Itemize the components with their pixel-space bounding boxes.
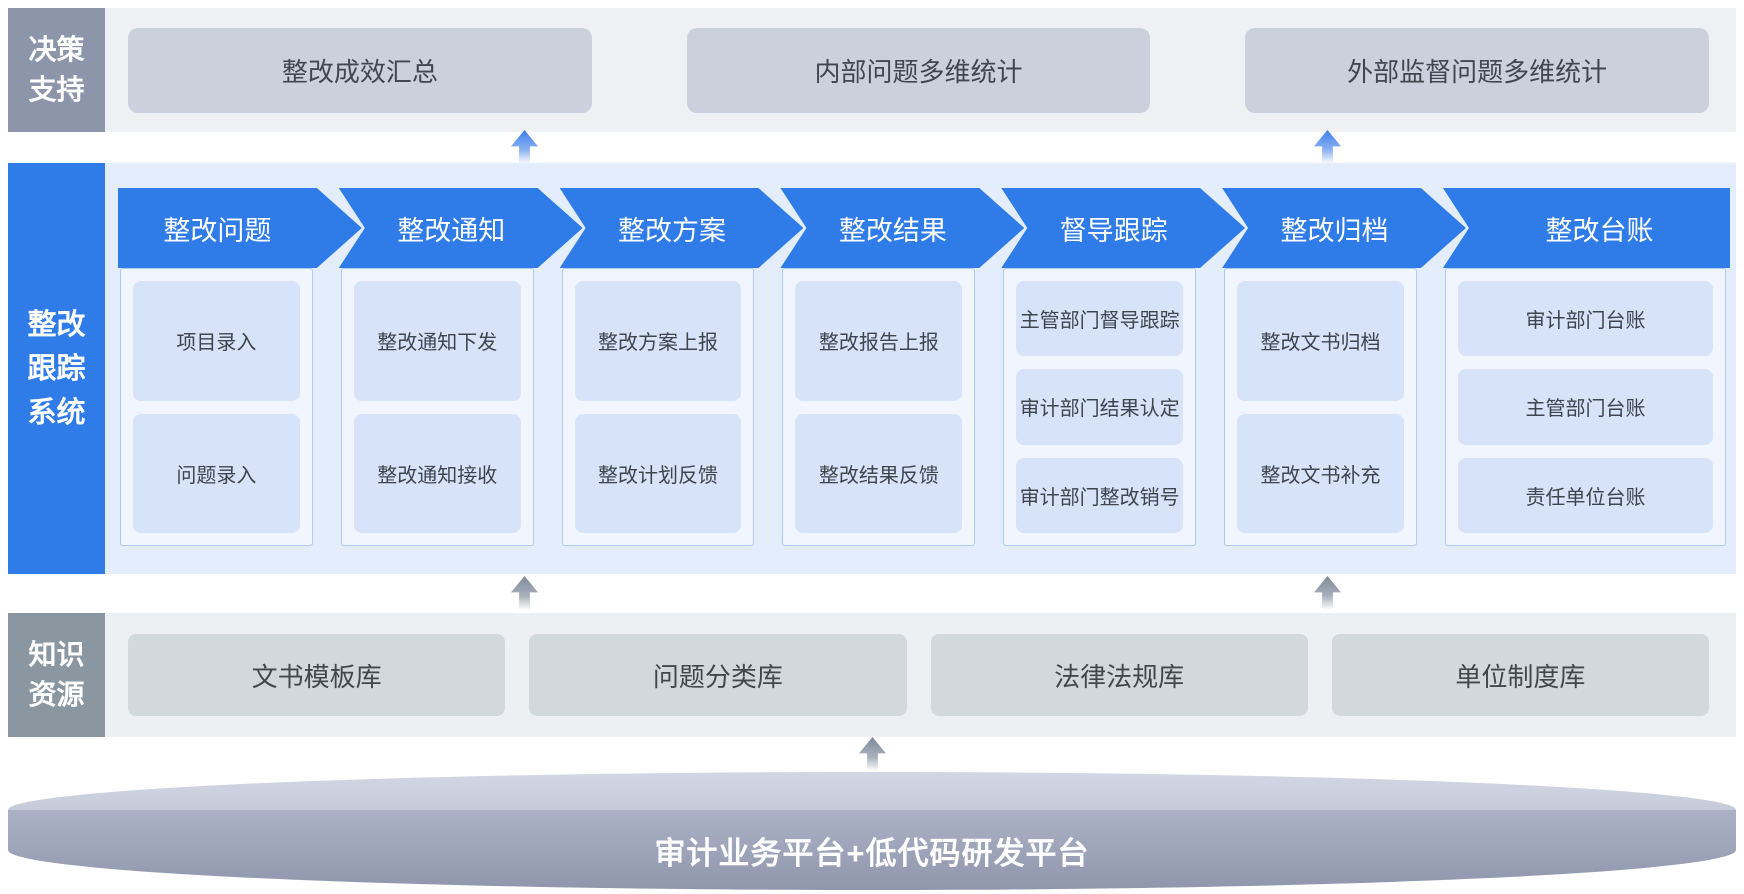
stage-item-box: 问题录入	[133, 413, 300, 533]
decision-band: 整改成效汇总 内部问题多维统计 外部监督问题多维统计	[105, 8, 1736, 132]
knowledge-box: 单位制度库	[1331, 634, 1709, 716]
process-column: 整改方案整改方案上报整改计划反馈	[560, 188, 781, 546]
stage-header-chevron: 督导跟踪	[1001, 188, 1245, 268]
process-column: 督导跟踪主管部门督导跟踪审计部门结果认定审计部门整改销号	[1001, 188, 1222, 546]
stage-item-box: 整改结果反馈	[795, 413, 963, 533]
stage-items-container: 整改文书归档整改文书补充	[1224, 268, 1417, 546]
up-arrow-icon	[511, 576, 538, 610]
stage-item-box: 审计部门整改销号	[1016, 457, 1184, 533]
platform-cylinder: 审计业务平台+低代码研发平台	[8, 700, 1736, 892]
process-column: 整改归档整改文书归档整改文书补充	[1222, 188, 1443, 546]
stage-items-container: 项目录入问题录入	[120, 268, 313, 546]
stage-header-chevron: 整改归档	[1222, 188, 1466, 268]
decision-box: 内部问题多维统计	[686, 27, 1151, 113]
stage-items-container: 主管部门督导跟踪审计部门结果认定审计部门整改销号	[1003, 268, 1197, 546]
stage-item-box: 整改文书补充	[1237, 413, 1404, 533]
process-column: 整改结果整改报告上报整改结果反馈	[780, 188, 1001, 546]
stage-item-box: 整改计划反馈	[574, 413, 742, 533]
stage-item-box: 整改通知接收	[353, 413, 521, 533]
tracking-system-row: 整改 跟踪 系统 整改问题项目录入问题录入整改通知整改通知下发整改通知接收整改方…	[8, 163, 1736, 574]
stage-item-box: 审计部门台账	[1457, 281, 1713, 357]
knowledge-resources-label: 知识 资源	[8, 613, 105, 737]
stage-item-box: 项目录入	[133, 281, 300, 401]
stage-item-box: 整改通知下发	[353, 281, 521, 401]
stage-item-box: 主管部门督导跟踪	[1016, 281, 1184, 357]
tracking-system-label: 整改 跟踪 系统	[8, 163, 105, 574]
process-columns: 整改问题项目录入问题录入整改通知整改通知下发整改通知接收整改方案整改方案上报整改…	[118, 188, 1730, 546]
stage-item-box: 整改报告上报	[795, 281, 963, 401]
decision-box: 外部监督问题多维统计	[1245, 27, 1710, 113]
knowledge-box: 问题分类库	[529, 634, 907, 716]
stage-items-container: 整改报告上报整改结果反馈	[782, 268, 976, 546]
stage-header-chevron: 整改台账	[1442, 188, 1730, 268]
process-column: 整改通知整改通知下发整改通知接收	[339, 188, 560, 546]
stage-items-container: 整改通知下发整改通知接收	[340, 268, 534, 546]
knowledge-box: 文书模板库	[128, 634, 506, 716]
up-arrow-icon	[1314, 576, 1341, 610]
cylinder-body: 审计业务平台+低代码研发平台	[8, 810, 1736, 890]
process-column: 整改问题项目录入问题录入	[118, 188, 339, 546]
knowledge-band: 文书模板库问题分类库法律法规库单位制度库	[105, 613, 1736, 737]
stage-header-chevron: 整改结果	[780, 188, 1024, 268]
up-arrow-icon	[511, 130, 538, 164]
stage-items-container: 审计部门台账主管部门台账责任单位台账	[1444, 268, 1726, 546]
stage-item-box: 整改方案上报	[574, 281, 742, 401]
stage-header-chevron: 整改问题	[118, 188, 362, 268]
tracking-system-content: 整改问题项目录入问题录入整改通知整改通知下发整改通知接收整改方案整改方案上报整改…	[105, 163, 1736, 574]
platform-label: 审计业务平台+低代码研发平台	[654, 835, 1090, 871]
stage-item-box: 整改文书归档	[1237, 281, 1404, 401]
process-column: 整改台账审计部门台账主管部门台账责任单位台账	[1442, 188, 1730, 546]
stage-header-chevron: 整改方案	[560, 188, 804, 268]
decision-support-row: 决策 支持 整改成效汇总 内部问题多维统计 外部监督问题多维统计	[8, 8, 1736, 132]
decision-support-label: 决策 支持	[8, 8, 105, 132]
stage-header-chevron: 整改通知	[339, 188, 583, 268]
stage-item-box: 审计部门结果认定	[1016, 369, 1184, 445]
decision-box: 整改成效汇总	[128, 27, 592, 113]
stage-items-container: 整改方案上报整改计划反馈	[561, 268, 755, 546]
stage-item-box: 主管部门台账	[1457, 369, 1713, 445]
knowledge-resources-row: 知识 资源 文书模板库问题分类库法律法规库单位制度库	[8, 613, 1736, 737]
stage-item-box: 责任单位台账	[1457, 457, 1713, 533]
up-arrow-icon	[1314, 130, 1341, 164]
knowledge-box: 法律法规库	[930, 634, 1308, 716]
